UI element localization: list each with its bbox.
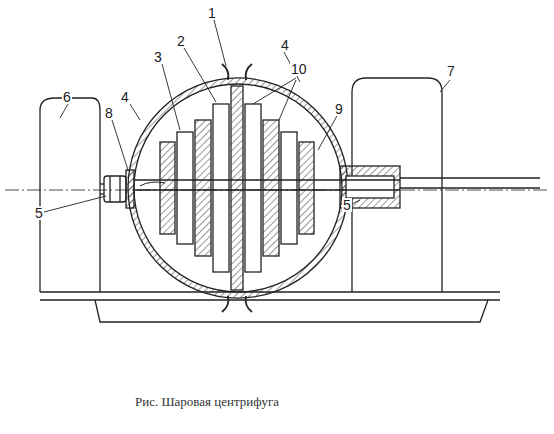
callout-number: 4: [120, 90, 130, 104]
callout-number: 5: [34, 206, 44, 220]
callout-number: 7: [446, 64, 456, 78]
callout-number: 9: [334, 102, 344, 116]
callout-number: 1: [207, 6, 217, 20]
callout-number: 6: [62, 90, 72, 104]
callout-number: 3: [153, 50, 163, 64]
callout-number: 2: [176, 34, 186, 48]
callout-number: 10: [290, 62, 308, 76]
callout-number: 5: [342, 198, 352, 212]
callout-number: 8: [104, 106, 114, 120]
callout-number: 4: [280, 38, 290, 52]
figure-caption: Рис. Шаровая центрифуга: [135, 394, 279, 410]
